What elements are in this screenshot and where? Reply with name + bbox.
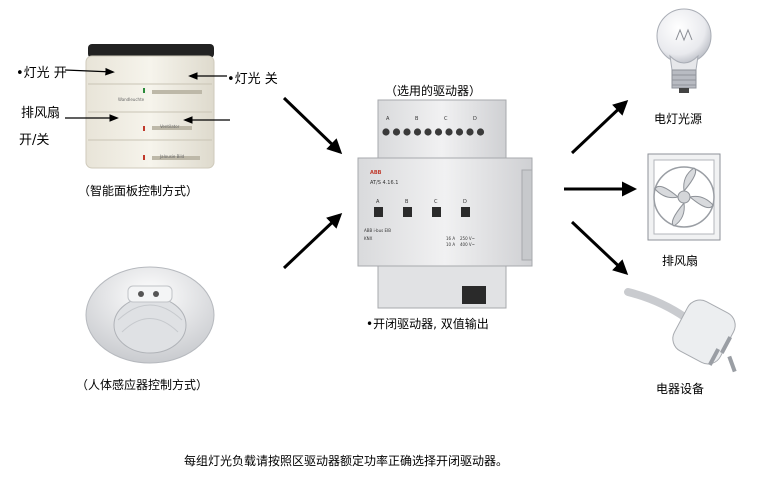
- label-light-on: •灯光 开: [16, 62, 67, 81]
- exhaust-fan-image: [648, 154, 720, 240]
- actuator-knx-label: KNX: [364, 236, 372, 241]
- channel-letter: B: [405, 199, 409, 205]
- actuator-bus-label: ABB i-bus EIB: [364, 228, 391, 233]
- arrow-actuator-to-lamp: [572, 102, 626, 153]
- channel-letter: D: [463, 199, 467, 205]
- channel-switch[interactable]: [374, 207, 383, 217]
- actuator-bottom-caption: •开闭驱动器, 双值输出: [366, 315, 489, 332]
- terminal-screw: [456, 128, 463, 135]
- actuator-rating-b: 10 A: [446, 242, 455, 247]
- actuator-rating-a: 16 A: [446, 236, 455, 241]
- terminal-letter: A: [386, 116, 390, 122]
- light-bulb-image: [657, 9, 711, 93]
- channel-switch[interactable]: [432, 207, 441, 217]
- sensor-caption: （人体感应器控制方式）: [76, 376, 208, 393]
- channel-letter: A: [376, 199, 380, 205]
- motion-sensor-image: [86, 267, 214, 363]
- actuator-brand: ABB: [370, 170, 382, 176]
- terminal-screw: [382, 128, 389, 135]
- panel-caption: （智能面板控制方式）: [78, 182, 198, 199]
- channel-letter: C: [434, 199, 438, 205]
- terminal-screw: [477, 128, 484, 135]
- lamp-caption: 电灯光源: [654, 110, 702, 127]
- footer-note: 每组灯光负载请按照区驱动器额定功率正确选择开闭驱动器。: [184, 452, 508, 469]
- terminal-screw: [445, 128, 452, 135]
- arrow-sensor-to-actuator: [284, 215, 340, 268]
- terminal-letter: C: [444, 116, 448, 122]
- arrow-panel-to-actuator: [284, 98, 340, 152]
- fan-caption: 排风扇: [662, 252, 698, 269]
- terminal-letter: D: [473, 116, 477, 122]
- label-switch: 开/关: [19, 129, 49, 148]
- terminal-screw: [424, 128, 431, 135]
- actuator-top-caption: （选用的驱动器）: [385, 82, 481, 99]
- panel-row2-text: Ventilator: [160, 124, 179, 129]
- actuator-model: AT/S 4.16.1: [370, 180, 398, 186]
- terminal-screw: [414, 128, 421, 135]
- panel-row3-text: Jalousie Bild: [160, 154, 184, 159]
- appliance-plug-image: [628, 292, 740, 372]
- actuator-volt-a: 250 V~: [460, 236, 475, 241]
- channel-switch[interactable]: [403, 207, 412, 217]
- smart-panel-image: [86, 44, 214, 168]
- actuator-volt-b: 400 V~: [460, 242, 475, 247]
- appliance-caption: 电器设备: [656, 380, 704, 397]
- terminal-screw: [403, 128, 410, 135]
- arrow-actuator-to-appliance: [572, 222, 626, 273]
- panel-row1-text: Wandleuchte: [118, 97, 144, 102]
- terminal-screw: [466, 128, 473, 135]
- terminal-screw: [393, 128, 400, 135]
- terminal-screw: [435, 128, 442, 135]
- terminal-letter: B: [415, 116, 419, 122]
- label-fan-control: 排风扇: [21, 102, 60, 121]
- label-light-off: •灯光 关: [227, 68, 278, 87]
- channel-switch[interactable]: [461, 207, 470, 217]
